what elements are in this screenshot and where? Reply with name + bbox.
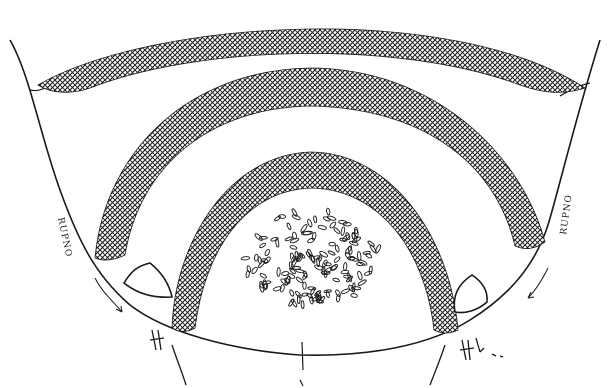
seed-shape bbox=[357, 271, 363, 281]
seed-shape bbox=[341, 288, 350, 294]
seed-shape bbox=[280, 284, 285, 292]
seed-shape bbox=[343, 262, 347, 270]
left-outlet-marks bbox=[150, 330, 186, 385]
seed-shape bbox=[327, 215, 337, 221]
seed-shape bbox=[335, 245, 340, 253]
seed-shape bbox=[333, 227, 341, 235]
seed-shape bbox=[329, 242, 335, 246]
seed-shape bbox=[326, 291, 330, 298]
seed-shape bbox=[326, 208, 330, 215]
seed-shape bbox=[354, 229, 358, 237]
right-flow-arrow bbox=[528, 268, 548, 298]
seed-shape bbox=[241, 256, 250, 260]
center-outlet-marks bbox=[300, 342, 303, 386]
seed-shape bbox=[293, 266, 301, 269]
seed-shape bbox=[295, 269, 304, 274]
seed-cluster bbox=[241, 208, 382, 309]
seed-shape bbox=[295, 251, 298, 259]
seed-shape bbox=[346, 275, 353, 282]
inner-hatched-arc bbox=[172, 152, 458, 333]
seed-shape bbox=[344, 252, 351, 259]
seed-shape bbox=[290, 237, 300, 244]
seed-shape bbox=[310, 288, 315, 295]
seed-shape bbox=[336, 294, 340, 302]
seed-shape bbox=[251, 266, 259, 274]
seed-shape bbox=[295, 290, 303, 298]
seed-shape bbox=[328, 250, 336, 256]
seed-shape bbox=[286, 222, 291, 230]
seed-shape bbox=[318, 225, 327, 231]
seed-shape bbox=[333, 256, 341, 263]
seed-shape bbox=[274, 215, 281, 221]
seed-shape bbox=[291, 214, 300, 221]
left-side-label: RUPNO bbox=[55, 217, 73, 259]
seed-shape bbox=[289, 289, 295, 296]
seed-shape bbox=[259, 273, 267, 279]
seed-shape bbox=[254, 254, 258, 261]
seed-shape bbox=[357, 279, 367, 287]
seed-shape bbox=[350, 293, 357, 298]
seed-shape bbox=[301, 301, 304, 309]
seed-shape bbox=[307, 237, 315, 243]
seed-shape bbox=[259, 242, 266, 248]
seed-shape bbox=[303, 282, 307, 289]
seed-shape bbox=[313, 216, 317, 223]
seed-shape bbox=[277, 267, 281, 276]
seed-shape bbox=[307, 219, 313, 228]
seed-shape bbox=[357, 262, 365, 266]
seed-shape bbox=[367, 240, 375, 247]
seed-shape bbox=[290, 245, 298, 250]
seed-shape bbox=[321, 271, 330, 275]
right-side-label: RUPNO bbox=[559, 194, 575, 236]
right-boat-shape bbox=[454, 275, 487, 313]
right-outlet-marks bbox=[430, 338, 503, 385]
seed-shape bbox=[340, 226, 345, 235]
seed-shape bbox=[264, 249, 270, 257]
left-boat-shape bbox=[124, 263, 172, 297]
seed-shape bbox=[333, 278, 340, 283]
seed-shape bbox=[285, 236, 293, 241]
seed-shape bbox=[254, 233, 263, 242]
seed-shape bbox=[324, 262, 331, 266]
seed-shape bbox=[308, 254, 315, 262]
